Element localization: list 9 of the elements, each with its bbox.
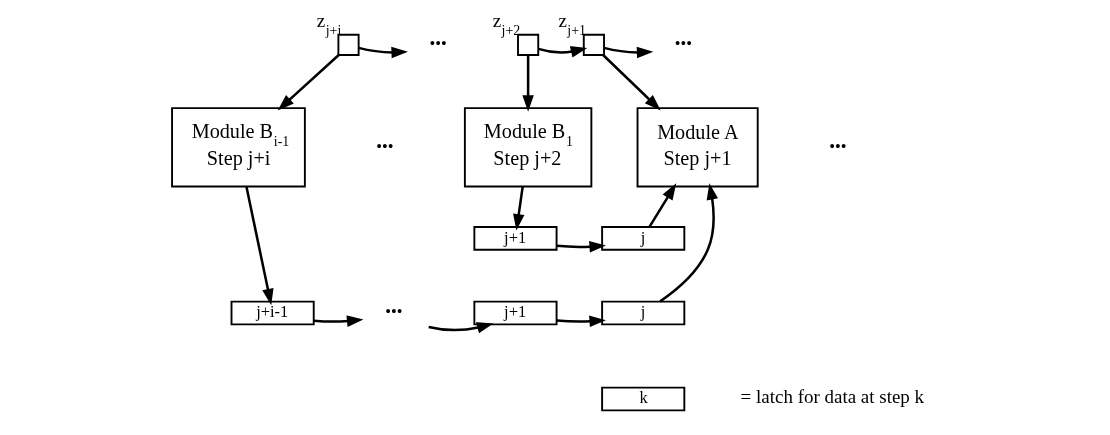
label: ••• bbox=[376, 136, 394, 156]
node-text: ••• bbox=[674, 34, 693, 54]
node-label: z$_{j+1}$ bbox=[558, 10, 586, 38]
node-label: = latch for data at step k bbox=[740, 386, 925, 408]
node-text: ••• bbox=[385, 302, 403, 322]
node-label: z$_{j+2}$ bbox=[492, 10, 521, 38]
label: ••• bbox=[829, 136, 847, 156]
node-text: ••• bbox=[429, 34, 447, 54]
node-label: z$_{j+i}$ bbox=[316, 10, 342, 38]
